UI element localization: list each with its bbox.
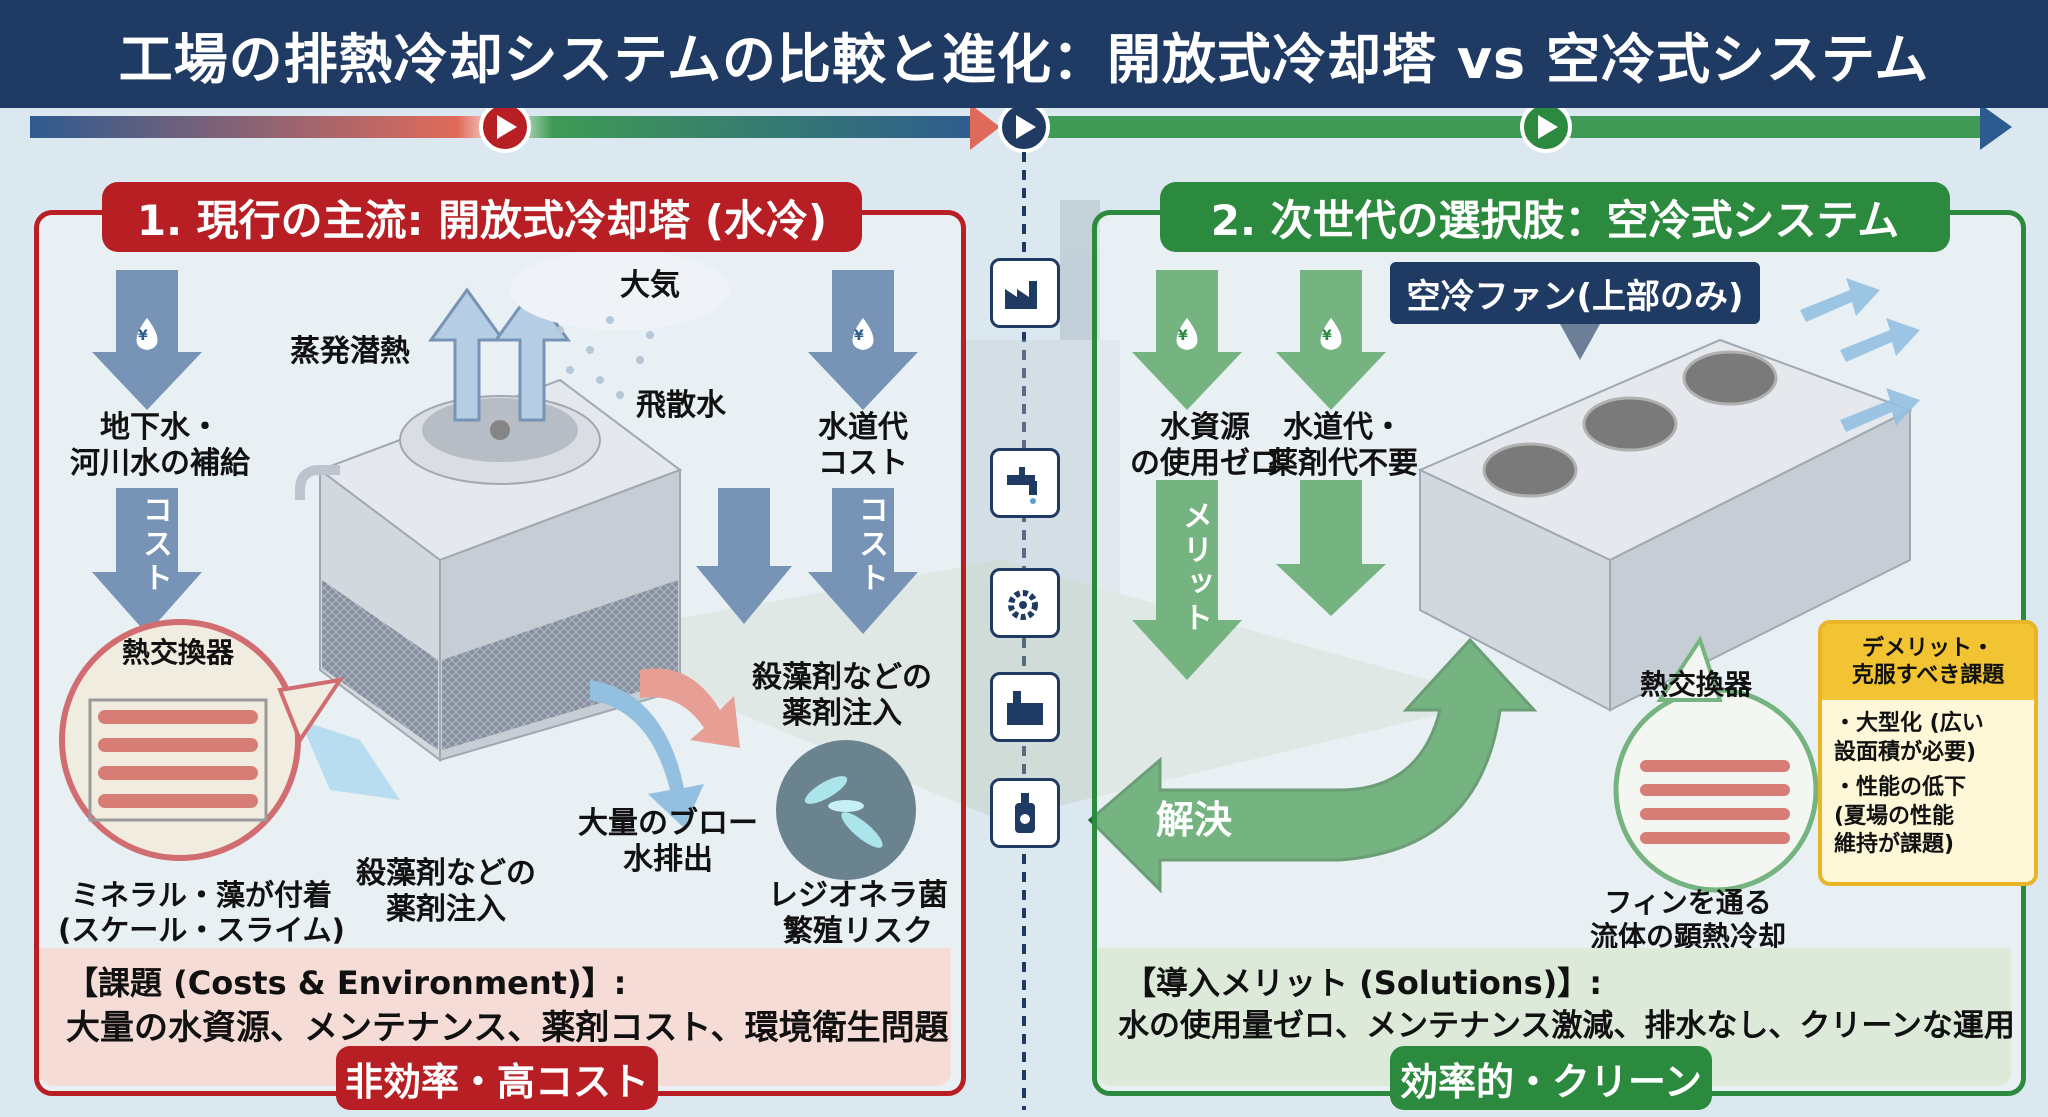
inefficient-badge: 非効率・高コスト xyxy=(336,1046,658,1110)
yen-mark: ¥ xyxy=(1178,328,1188,344)
water-fee-label: 水道代コスト xyxy=(818,410,908,481)
atmosphere-label: 大気 xyxy=(620,268,680,303)
solve-arrow xyxy=(1087,637,1538,894)
factory-icon xyxy=(990,258,1060,328)
heat-exchanger-label: 熱交換器 xyxy=(122,636,235,669)
building-icon xyxy=(990,672,1060,742)
right-heat-exchanger-label: 熱交換器 xyxy=(1640,668,1753,701)
down-arrow-merit xyxy=(1132,480,1242,680)
evaporation-label: 蒸発潜熱 xyxy=(290,334,410,369)
demerit-box: デメリット・ 克服すべき課題 ・大型化 (広い 設面積が必要) ・性能の低下 (… xyxy=(1818,620,2038,886)
heat-exchanger-callout xyxy=(59,619,345,861)
solve-label: 解決 xyxy=(1156,798,1233,842)
blowdown-arrow xyxy=(590,680,704,828)
down-arrow-zero-water xyxy=(1132,270,1242,410)
faucet-icon xyxy=(990,448,1060,518)
blowdown-label: 大量のブロー水排出 xyxy=(578,806,758,877)
down-arrow-groundwater xyxy=(92,270,202,410)
cost-arrow-label-2: コスト xyxy=(853,494,888,596)
fin-cooling-label: フィンを通る流体の顕熱冷却 xyxy=(1590,886,1787,953)
yen-mark: ¥ xyxy=(138,328,148,344)
zero-water-label: 水資源の使用ゼロ xyxy=(1130,410,1280,481)
issues-heading: 【課題 (Costs & Environment)】: xyxy=(66,964,627,1002)
chemical-injection-bottom-label: 殺藻剤などの薬剤注入 xyxy=(356,856,536,927)
down-arrow-no-fee xyxy=(1276,270,1386,410)
down-arrow-cost-left xyxy=(92,488,202,634)
efficient-badge: 効率的・クリーン xyxy=(1390,1046,1712,1110)
issues-body: 大量の水資源、メンテナンス、薬剤コスト、環境衛生問題 xyxy=(66,1008,949,1048)
benefits-body: 水の使用量ゼロ、メンテナンス激減、排水なし、クリーンな運用 xyxy=(1118,1008,2015,1044)
chemical-arrow xyxy=(640,668,740,748)
page-title: 工場の排熱冷却システムの比較と進化：開放式冷却塔 vs 空冷式システム xyxy=(118,27,1930,91)
down-arrow-water-fee xyxy=(808,270,918,410)
benefits-heading: 【導入メリット (Solutions)】: xyxy=(1124,964,1603,1002)
down-arrow-chemical xyxy=(696,488,792,624)
demerit-item: ・大型化 (広い 設面積が必要) xyxy=(1834,711,1984,765)
right-heat-exchanger-callout xyxy=(1613,635,1819,893)
demerit-item: ・性能の低下 (夏場の性能 維持が課題) xyxy=(1834,775,1967,858)
groundwater-label: 地下水・河川水の補給 xyxy=(70,410,250,481)
yen-mark: ¥ xyxy=(854,328,864,344)
right-panel-header: 2. 次世代の選択肢：空冷式システム xyxy=(1160,182,1950,252)
down-arrow-merit-2 xyxy=(1276,480,1386,616)
title-bar: 工場の排熱冷却システムの比較と進化：開放式冷却塔 vs 空冷式システム xyxy=(0,0,2048,108)
fan-callout: 空冷ファン(上部のみ) xyxy=(1390,262,1760,324)
demerit-heading: デメリット・ 克服すべき課題 xyxy=(1822,624,2034,700)
air-cooled-unit xyxy=(1417,278,1920,712)
bottle-icon xyxy=(990,778,1060,848)
cost-arrow-label: コスト xyxy=(137,494,172,596)
bacteria-icon xyxy=(776,740,916,880)
gear-icon xyxy=(990,568,1060,638)
yen-mark: ¥ xyxy=(1322,328,1332,344)
left-panel-header: 1. 現行の主流: 開放式冷却塔 (水冷) xyxy=(102,182,862,252)
merit-arrow-label: メリット xyxy=(1177,500,1212,636)
mineral-label: ミネラル・藻が付着(スケール・スライム) xyxy=(58,878,345,947)
down-arrow-cost-right xyxy=(808,488,918,634)
fan-icon xyxy=(1482,350,1778,498)
drift-label: 飛散水 xyxy=(636,388,726,423)
progress-arrow xyxy=(30,101,2012,153)
no-fee-label: 水道代・薬剤代不要 xyxy=(1268,410,1418,481)
chemical-injection-label: 殺藻剤などの薬剤注入 xyxy=(752,660,932,731)
legionella-label: レジオネラ菌繁殖リスク xyxy=(768,878,948,949)
steam-arrows xyxy=(428,250,730,422)
